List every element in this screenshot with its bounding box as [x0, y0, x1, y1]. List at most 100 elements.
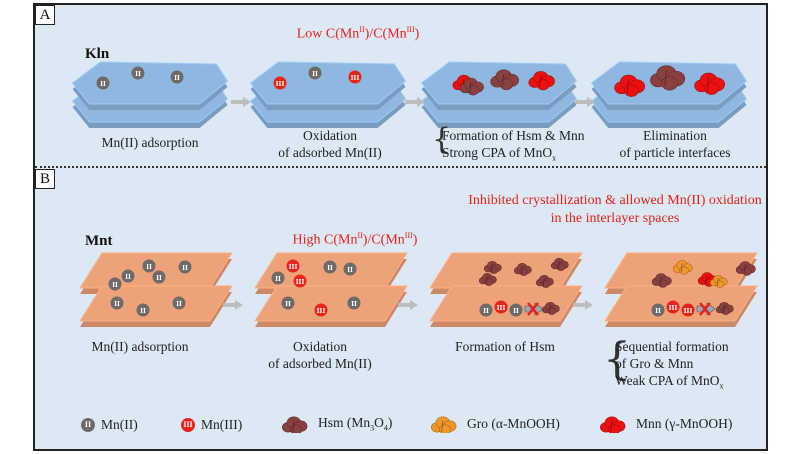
mnt-sheet: [604, 285, 758, 327]
kln-sheet: [249, 61, 407, 128]
svg-text:II: II: [140, 306, 146, 315]
mn3-ion-icon: III: [286, 259, 300, 273]
hsm-particle-icon: [541, 302, 560, 315]
mn2-ion-icon: II: [178, 260, 192, 274]
svg-text:II: II: [174, 73, 180, 82]
mn3-ion-icon: III: [348, 70, 362, 84]
hsm-particle-icon: [650, 65, 686, 91]
mn2-ion-icon: II: [308, 66, 322, 80]
legend-label: Hsm (Mn3O4): [318, 415, 393, 433]
legend-mn3: III Mn(III): [181, 417, 242, 433]
mn2-ion-icon: II: [152, 270, 166, 284]
panel-divider: [35, 166, 766, 168]
mn2-ion-icon: II: [172, 296, 186, 310]
svg-text:II: II: [156, 273, 162, 282]
svg-text:II: II: [135, 69, 141, 78]
hsm-particle-icon: [735, 261, 756, 276]
mn3-ion-icon: III: [314, 303, 328, 317]
mn2-ion-icon: II: [347, 296, 361, 310]
svg-text:II: II: [312, 69, 318, 78]
panel-b-stage3-caption: Formation of Hsm: [455, 339, 555, 354]
mnn-particle-icon: [528, 71, 555, 91]
svg-text:II: II: [275, 274, 281, 283]
hsm-particle-icon: [550, 258, 569, 271]
cross-icon: [699, 302, 711, 316]
svg-text:II: II: [112, 280, 118, 289]
process-arrow-icon: [223, 300, 243, 310]
mn2-ion-icon: II: [271, 271, 285, 285]
svg-text:II: II: [182, 263, 188, 272]
svg-text:III: III: [276, 79, 285, 88]
hsm-particle-icon: [483, 261, 502, 274]
svg-text:III: III: [497, 303, 506, 312]
gro-particle-icon: [431, 416, 457, 433]
svg-text:III: III: [684, 306, 693, 315]
process-arrow-icon: [398, 300, 418, 310]
panel-b-condition: High C(MnII)/C(MnIII): [292, 231, 418, 248]
svg-text:II: II: [100, 79, 106, 88]
mn2-ion-icon: II: [110, 296, 124, 310]
svg-text:II: II: [483, 306, 489, 315]
mn2-ion-icon: II: [323, 260, 337, 274]
mn2-ion-icon: II: [651, 303, 665, 317]
mn2-ion-icon: II: [108, 277, 122, 291]
svg-text:III: III: [296, 277, 305, 286]
mnn-particle-icon: [694, 72, 725, 95]
particle-shape: [431, 416, 457, 433]
legend-mnn: Mnn (γ-MnOOH): [598, 415, 732, 433]
svg-text:II: II: [125, 272, 131, 281]
legend-label: Mn(II): [101, 417, 138, 432]
legend-hsm: Hsm (Mn3O4): [280, 415, 392, 433]
particle-shape: [282, 416, 308, 433]
mn3-ion-icon: III: [273, 76, 287, 90]
mn2-ion-icon: II: [96, 76, 110, 90]
panel-a-stage1-caption: Mn(II) adsorption: [101, 135, 199, 150]
process-arrow-icon: [575, 97, 595, 107]
mn2-ion-icon: II: [131, 66, 145, 80]
mn3-ion-icon: III: [293, 274, 307, 288]
hsm-particle-icon: [478, 273, 497, 286]
svg-text:II: II: [285, 299, 291, 308]
legend-label: Gro (α-MnOOH): [467, 416, 560, 431]
cross-icon: [527, 302, 539, 316]
panel-b-tag: B: [35, 169, 55, 189]
svg-text:II: II: [513, 306, 519, 315]
mnn-particle-icon: [614, 74, 645, 97]
hsm-particle-icon: [535, 275, 554, 288]
hsm-particle-icon: [490, 69, 519, 91]
mn3-ion-icon: III: [494, 300, 508, 314]
mnt-label: Mnt: [85, 233, 113, 249]
hsm-particle-icon: [459, 77, 484, 96]
legend-gro: Gro (α-MnOOH): [429, 415, 560, 433]
gro-particle-icon: [672, 260, 693, 275]
mn2-ion-icon: II: [281, 296, 295, 310]
mnt-sheet: [254, 285, 408, 327]
hsm-particle-icon: [282, 416, 308, 433]
legend-mn2: II Mn(II): [81, 417, 138, 433]
panel-a-condition: Low C(MnII)/C(MnIII): [296, 25, 420, 42]
mn2-ion-icon: II: [81, 418, 95, 432]
hsm-particle-icon: [513, 263, 532, 276]
svg-text:III: III: [669, 303, 678, 312]
mn3-ion-icon: III: [681, 303, 695, 317]
legend-label: Mn(III): [201, 417, 243, 432]
mnt-sheet: [79, 285, 233, 327]
mn3-ion-icon: III: [666, 300, 680, 314]
process-arrow-icon: [573, 300, 593, 310]
mn2-ion-icon: II: [509, 303, 523, 317]
mn2-ion-icon: II: [121, 269, 135, 283]
mn3-ion-icon: III: [181, 418, 195, 432]
svg-text:II: II: [655, 306, 661, 315]
brace-icon: {: [432, 122, 452, 157]
process-arrow-icon: [405, 97, 425, 107]
gro-particle-icon: [709, 275, 728, 288]
mn2-ion-icon: II: [343, 262, 357, 276]
svg-text:II: II: [327, 263, 333, 272]
